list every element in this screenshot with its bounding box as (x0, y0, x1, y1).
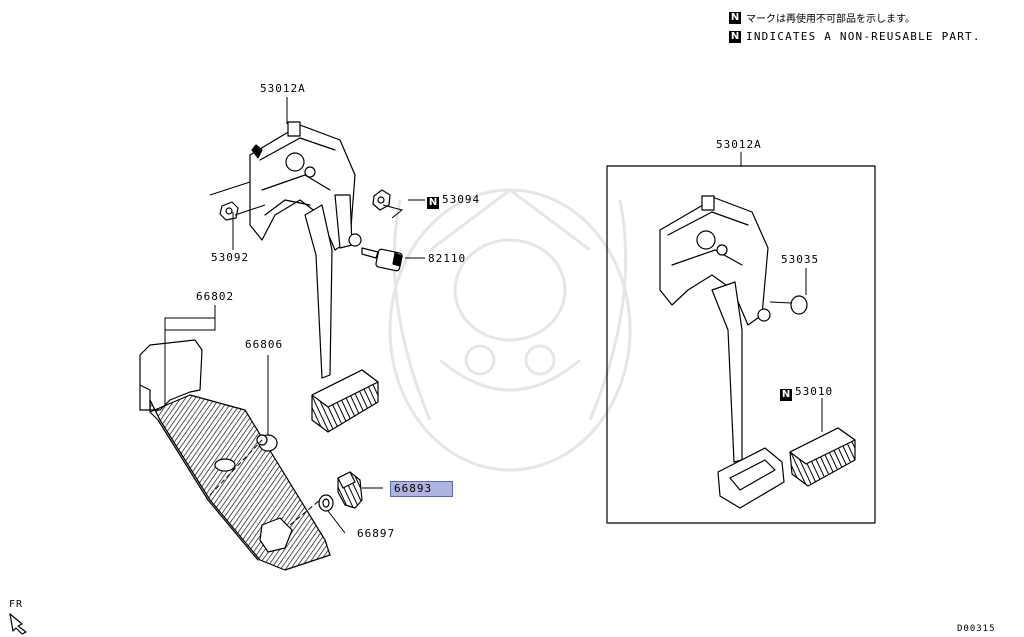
non-reusable-mark-icon: N (729, 30, 741, 43)
pedal-arm-right (711, 281, 743, 463)
non-reusable-note-en: N INDICATES A NON-REUSABLE PART. (729, 30, 981, 43)
front-direction-label: FR (9, 599, 24, 610)
floor-pad-66802 (139, 339, 331, 571)
pad-66893 (337, 471, 363, 509)
part-label-66897[interactable]: 66897 (357, 527, 396, 540)
leader-lines (164, 97, 823, 534)
note-text-en: INDICATES A NON-REUSABLE PART. (746, 30, 981, 43)
part-label-66893[interactable]: 66893 (390, 481, 454, 497)
nut-66897 (318, 494, 334, 512)
part-label-82110[interactable]: 82110 (428, 252, 467, 265)
diagram-code: D00315 (957, 624, 996, 634)
pedal-bracket-left (249, 121, 356, 251)
non-reusable-mark-icon: N (729, 11, 741, 24)
part-number: 53094 (442, 193, 481, 206)
non-reusable-mark-icon: N (780, 389, 792, 401)
part-label-66806[interactable]: 66806 (245, 338, 284, 351)
part-number: 53010 (795, 385, 834, 398)
non-reusable-mark-icon: N (427, 197, 439, 209)
bushing-53035 (790, 295, 808, 315)
part-label-53012A-left[interactable]: 53012A (260, 82, 306, 95)
part-label-66802[interactable]: 66802 (196, 290, 235, 303)
pedal-arm-left (304, 194, 362, 379)
part-label-53012A-right[interactable]: 53012A (716, 138, 762, 151)
pedal-plate-right (717, 447, 785, 509)
nut-53092 (219, 201, 239, 221)
pedal-rubber-53010 (789, 427, 856, 487)
stop-switch-82110 (361, 247, 403, 272)
watermark-emblem (388, 188, 632, 472)
front-direction-arrow-icon (9, 613, 27, 635)
clip-53094 (372, 189, 391, 211)
part-label-53092[interactable]: 53092 (211, 251, 250, 264)
note-text-jp: マークは再使用不可部品を示します。 (746, 14, 915, 25)
part-label-53035[interactable]: 53035 (781, 253, 820, 266)
non-reusable-note-jp: N マークは再使用不可部品を示します。 (729, 10, 915, 25)
pedal-bracket-right (659, 195, 771, 326)
pedal-pad-left (311, 369, 379, 433)
